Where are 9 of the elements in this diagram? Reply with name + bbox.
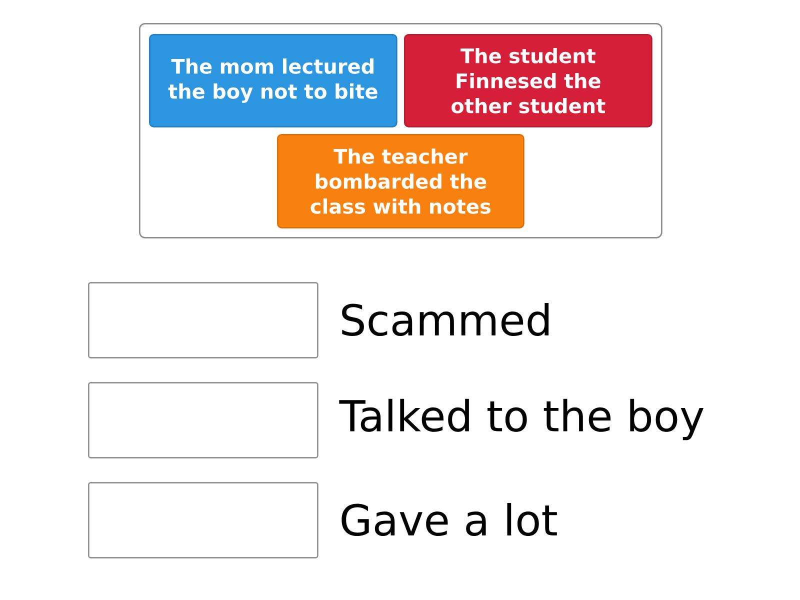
- definition-text: Gave a lot: [342, 503, 557, 536]
- definition-text: Scammed: [342, 303, 549, 336]
- definition-text: Talked to the boy: [339, 398, 704, 440]
- answer-box: [88, 282, 318, 358]
- answer-tile: The mom lectured the boy not to bite: [149, 34, 398, 128]
- answer-box: [88, 382, 318, 458]
- answer-tile: The teacher bombarded the class with notes: [277, 134, 524, 228]
- answer-box: [88, 482, 318, 558]
- answer-tile: The student Finnesed the other student: [404, 34, 652, 128]
